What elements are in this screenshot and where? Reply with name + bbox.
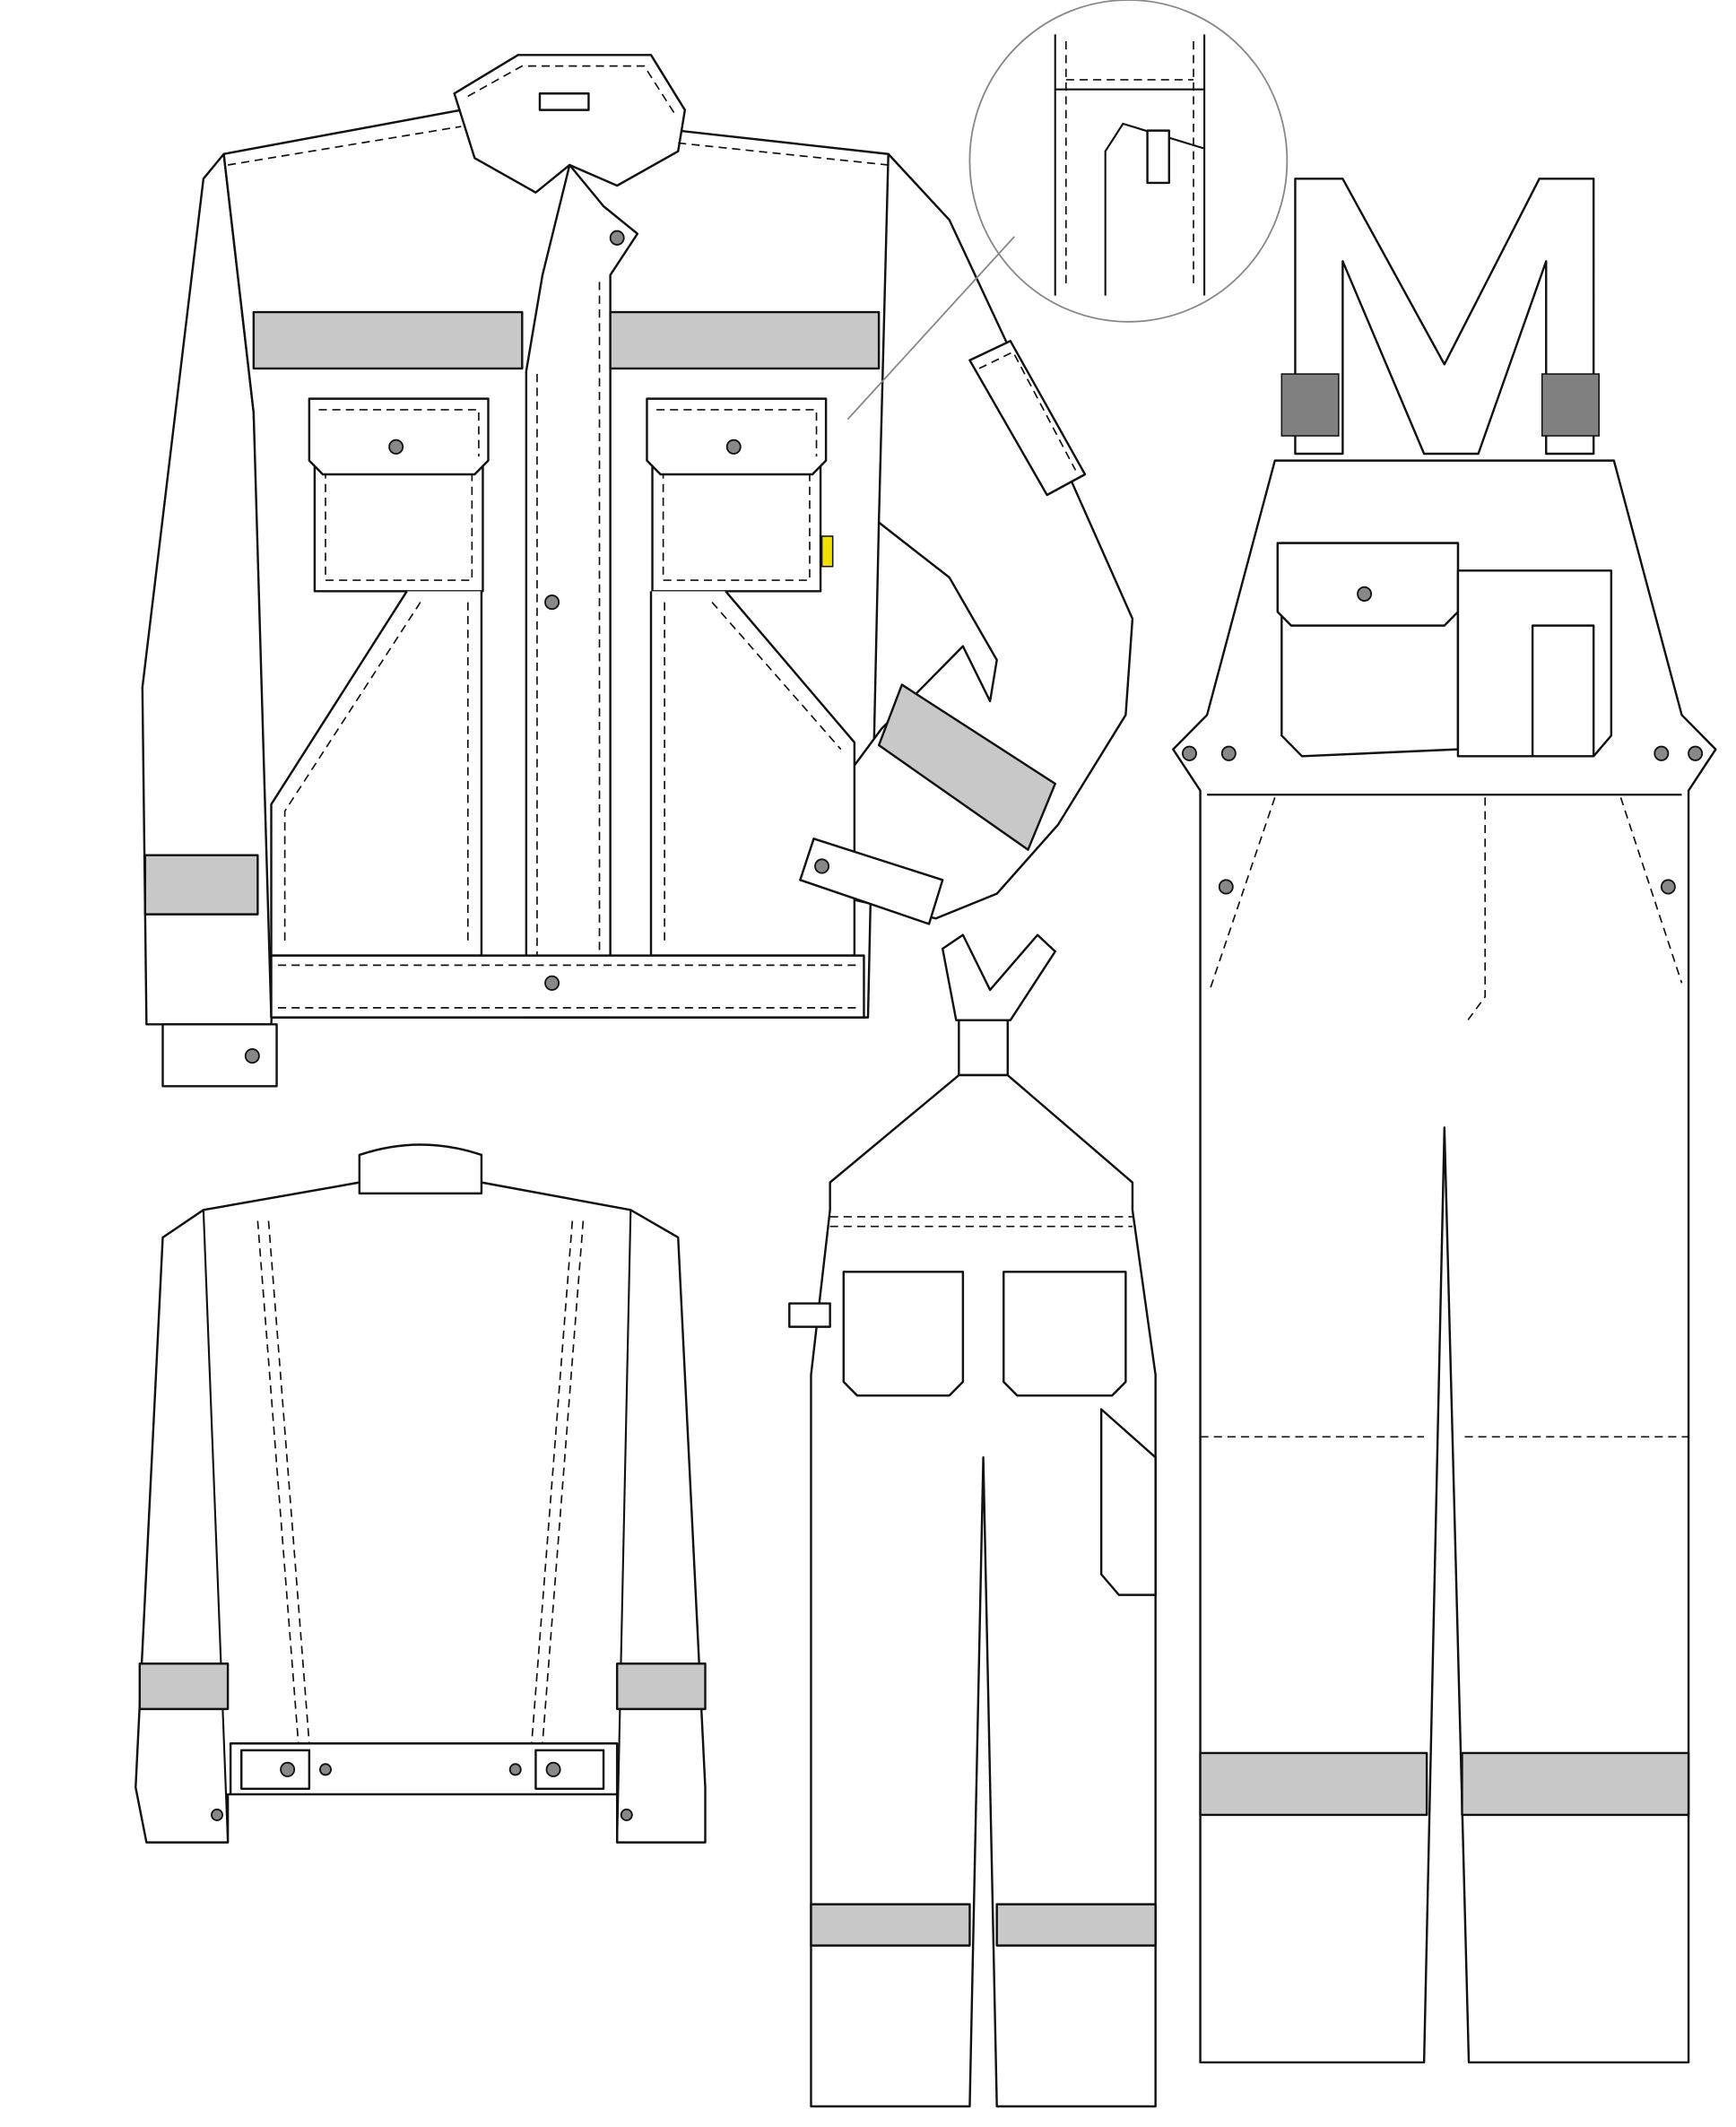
back-pocket-right <box>1003 1271 1127 1397</box>
detail-leader-line <box>846 236 1016 421</box>
jacket-back-collar <box>358 1143 483 1195</box>
side-leg-pocket <box>1099 1408 1157 1596</box>
pocket-button <box>725 438 742 455</box>
reflective-stripe-front-right-leg <box>1461 1751 1690 1817</box>
cuff-button <box>814 858 830 874</box>
reflective-stripe-back-left <box>138 1663 230 1711</box>
bib-overall-front <box>1172 178 1717 2064</box>
detail-callout <box>846 0 1289 421</box>
reflective-stripe-back-left-leg <box>810 1903 971 1947</box>
detail-circle <box>968 0 1289 323</box>
strap-buckle-left <box>1280 373 1340 437</box>
cuff-button <box>244 1047 260 1064</box>
side-pocket-right-stitch <box>664 602 842 946</box>
reflective-stripe-right-sleeve <box>877 683 1056 851</box>
back-yoke-stitch <box>829 1216 1133 1228</box>
bib-overall-back <box>788 933 1157 2108</box>
side-loop <box>788 1302 831 1328</box>
back-pocket-left <box>842 1271 965 1397</box>
reflective-stripe-chest-left <box>252 310 524 370</box>
jacket-back <box>135 1143 707 1844</box>
bib-pocket-flap <box>1276 542 1460 627</box>
reflective-stripe-back-right-leg <box>995 1903 1157 1947</box>
back-straps <box>941 933 1056 1021</box>
collar-stitch <box>467 65 675 114</box>
collar-hanger-loop <box>538 92 590 111</box>
jacket-collar <box>453 54 687 194</box>
back-seams <box>256 1220 585 1744</box>
pocket-button <box>388 438 404 455</box>
front-straps <box>1294 178 1595 456</box>
strap-buckle-right <box>1541 373 1600 437</box>
placket-buttons <box>544 230 625 991</box>
overall-front-body <box>1172 459 1717 2064</box>
jacket-front <box>141 54 1134 1088</box>
pen-pocket <box>1531 624 1595 758</box>
yoke-seam <box>227 126 889 166</box>
overall-back-body <box>810 1073 1157 2108</box>
chest-pocket-right <box>646 397 834 593</box>
reflective-stripe-chest-right <box>609 310 881 370</box>
elastic-insert <box>958 1019 1009 1077</box>
brand-label <box>820 535 834 568</box>
reflective-stripe-left-sleeve <box>143 854 259 916</box>
side-pocket-left-stitch <box>283 602 469 946</box>
reflective-stripe-front-left-leg <box>1199 1751 1428 1817</box>
hip-pocket-stitch <box>1209 797 1683 1025</box>
detail-loop <box>1146 129 1170 185</box>
sleeve-pocket-stitch <box>978 351 1077 471</box>
waistband-stitch <box>278 964 857 1009</box>
sleeve-pocket <box>968 340 1087 497</box>
right-cuff <box>799 838 944 925</box>
reflective-stripe-back-right <box>615 1663 707 1711</box>
bib-pocket-button <box>1357 586 1373 602</box>
chest-pocket-left <box>308 397 490 593</box>
side-buttons <box>1181 745 1704 895</box>
